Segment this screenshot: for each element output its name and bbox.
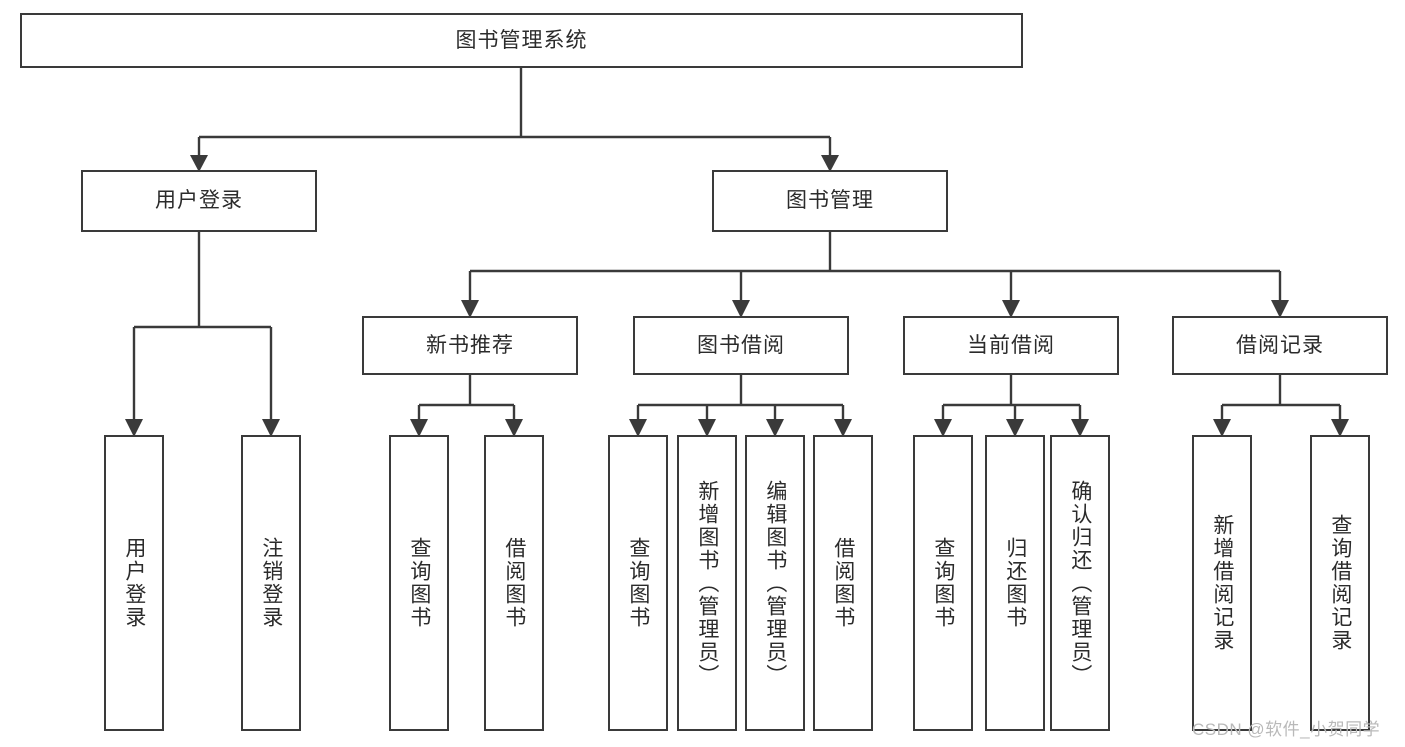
node-leaf-add-record[interactable]: 新增借阅记录 (1192, 435, 1252, 731)
node-leaf-return-book-label: 归还图书 (1003, 537, 1027, 629)
connector-borrowrecord-to-leaves (1213, 375, 1349, 437)
node-book-manage[interactable]: 图书管理 (712, 170, 948, 232)
node-leaf-query-book-3-label: 查询图书 (931, 537, 955, 629)
csdn-watermark: CSDN @软件_小贺同学 (1192, 720, 1381, 739)
node-book-manage-label: 图书管理 (786, 189, 874, 213)
node-leaf-user-login-label: 用户登录 (122, 537, 146, 629)
node-leaf-add-book-label: 新增图书（管理员） (695, 479, 719, 687)
node-leaf-add-book[interactable]: 新增图书（管理员） (677, 435, 737, 731)
node-leaf-logout-label: 注销登录 (259, 537, 283, 629)
node-user-login-label: 用户登录 (155, 189, 243, 213)
node-book-borrow[interactable]: 图书借阅 (633, 316, 849, 375)
node-book-borrow-label: 图书借阅 (697, 333, 785, 357)
node-leaf-query-record-label: 查询借阅记录 (1328, 514, 1352, 652)
node-leaf-query-book-2[interactable]: 查询图书 (608, 435, 668, 731)
node-root-label: 图书管理系统 (455, 28, 588, 52)
connector-newbookrec-to-leaves (410, 375, 523, 437)
node-current-borrow-label: 当前借阅 (967, 333, 1055, 357)
node-new-book-rec-label: 新书推荐 (426, 333, 514, 357)
node-borrow-record[interactable]: 借阅记录 (1172, 316, 1388, 375)
node-leaf-borrow-book-2-label: 借阅图书 (831, 537, 855, 629)
node-leaf-query-book-2-label: 查询图书 (626, 537, 650, 629)
connector-userlogin-to-leaves (125, 232, 280, 437)
connector-currentborrow-to-leaves (934, 375, 1089, 437)
node-user-login[interactable]: 用户登录 (81, 170, 317, 232)
node-borrow-record-label: 借阅记录 (1236, 333, 1324, 357)
node-leaf-query-record[interactable]: 查询借阅记录 (1310, 435, 1370, 731)
node-root[interactable]: 图书管理系统 (20, 13, 1023, 68)
node-leaf-add-record-label: 新增借阅记录 (1210, 514, 1234, 652)
node-current-borrow[interactable]: 当前借阅 (903, 316, 1119, 375)
node-leaf-user-login[interactable]: 用户登录 (104, 435, 164, 731)
connector-root-to-level2 (190, 68, 839, 172)
node-leaf-query-book-1-label: 查询图书 (407, 537, 431, 629)
node-leaf-return-book[interactable]: 归还图书 (985, 435, 1045, 731)
node-leaf-query-book-1[interactable]: 查询图书 (389, 435, 449, 731)
node-leaf-confirm-return-label: 确认归还（管理员） (1068, 479, 1092, 687)
node-leaf-logout[interactable]: 注销登录 (241, 435, 301, 731)
node-leaf-edit-book-label: 编辑图书（管理员） (763, 479, 787, 687)
connector-bookmanage-to-level3 (461, 232, 1289, 318)
node-leaf-borrow-book-1-label: 借阅图书 (502, 537, 526, 629)
connector-bookborrow-to-leaves (629, 375, 852, 437)
node-leaf-edit-book[interactable]: 编辑图书（管理员） (745, 435, 805, 731)
node-leaf-query-book-3[interactable]: 查询图书 (913, 435, 973, 731)
node-leaf-confirm-return[interactable]: 确认归还（管理员） (1050, 435, 1110, 731)
node-new-book-rec[interactable]: 新书推荐 (362, 316, 578, 375)
node-leaf-borrow-book-1[interactable]: 借阅图书 (484, 435, 544, 731)
node-leaf-borrow-book-2[interactable]: 借阅图书 (813, 435, 873, 731)
